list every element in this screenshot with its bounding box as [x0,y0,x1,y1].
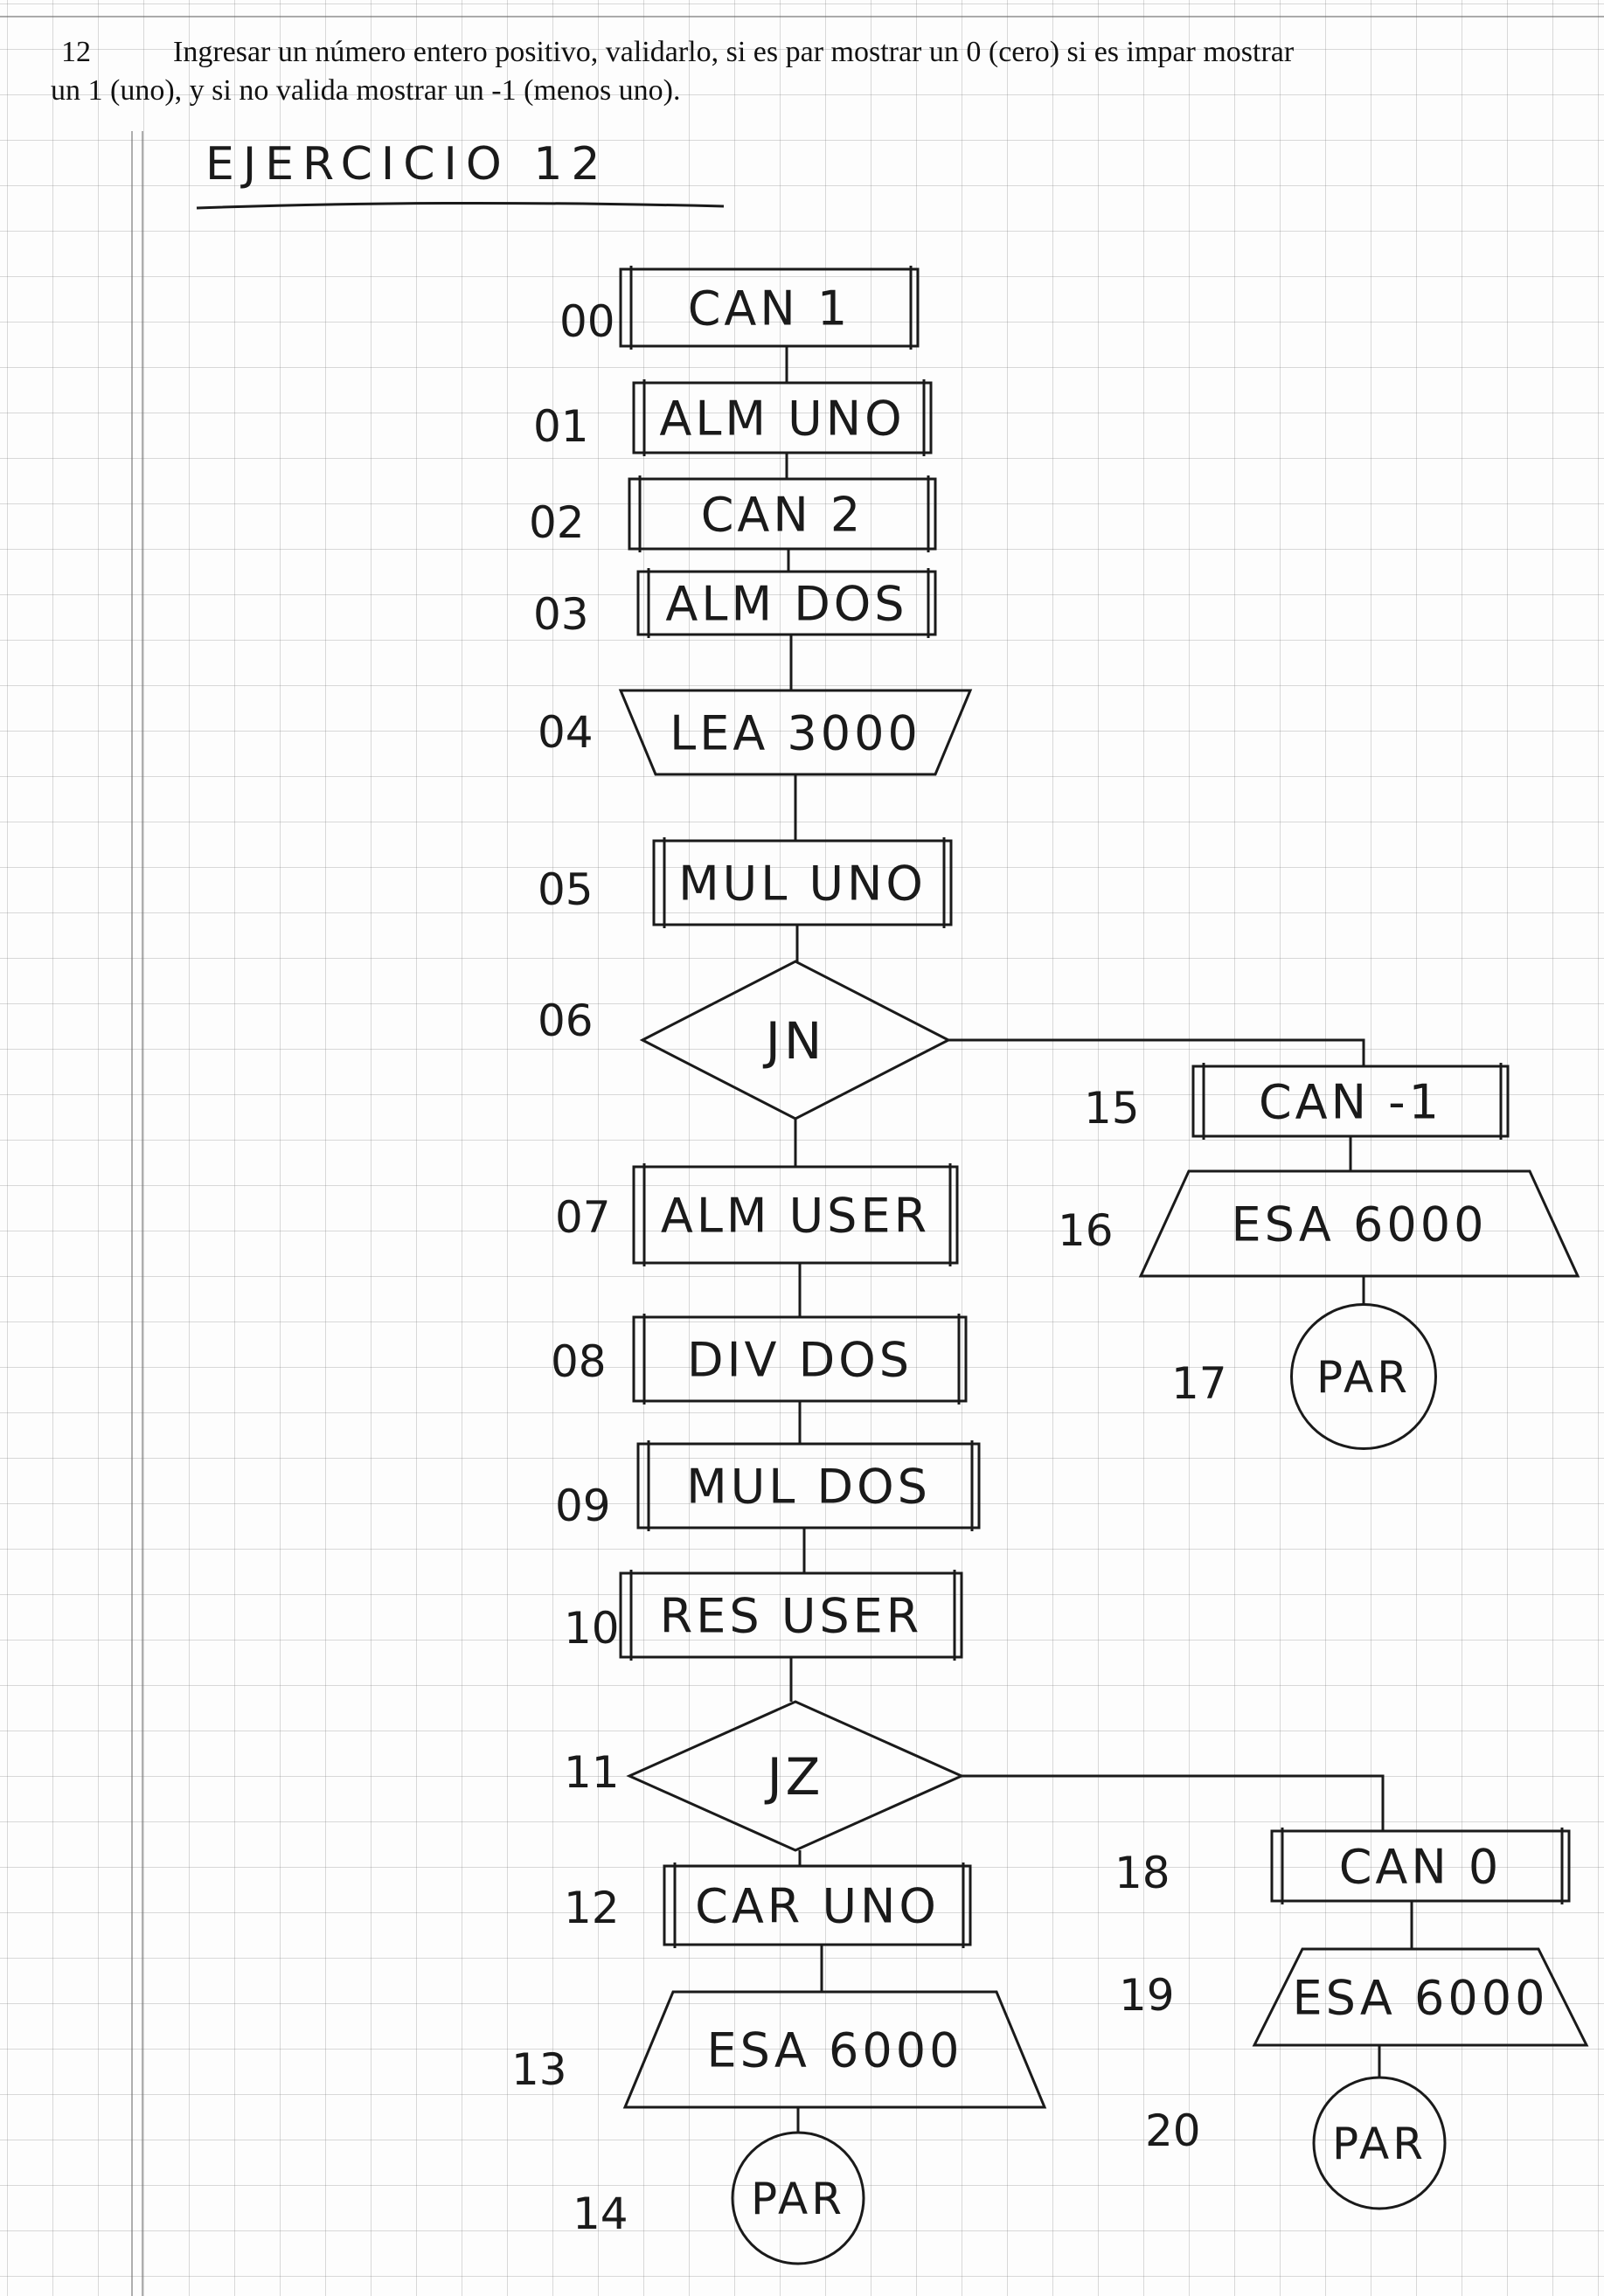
flow-node: MUL UNO 05 [538,837,953,928]
flow-node: LEA 3000 04 [538,689,973,776]
node-label: ESA 6000 [1293,1970,1549,2025]
scan-edge-line [0,16,1604,17]
connector-lines [785,346,1413,2133]
step-number: 03 [533,589,589,640]
heading-underline [196,201,725,210]
process-box [619,267,920,348]
flow-node: JN 06 [538,960,952,1120]
flow-node: ESA 6000 19 [1119,1947,1589,2047]
connector-line [962,1774,1385,1831]
flow-node: ALM USER 07 [555,1163,959,1266]
node-label: LEA 3000 [670,705,921,760]
output-trapezoid [622,1990,1047,2109]
node-label: ESA 6000 [1232,1197,1488,1252]
step-number: 19 [1119,1970,1175,2021]
connector-line [948,1038,1365,1066]
step-number: 11 [564,1747,620,1798]
process-box [663,1864,972,1946]
step-number: 06 [538,995,594,1046]
margin-line [142,131,143,2296]
step-number: 20 [1145,2105,1201,2156]
input-trapezoid [618,689,973,776]
step-number: 15 [1084,1083,1140,1134]
exercise-heading: EJERCICIO 12 [205,138,609,191]
process-box [628,477,937,551]
process-box [632,1315,968,1403]
terminal-circle [1312,2076,1447,2210]
node-label: PAR [751,2174,845,2224]
flow-node: CAN 1 00 [559,266,920,350]
problem-text: Ingresar un número entero positivo, vali… [51,33,1563,110]
flow-node: DIV DOS 08 [551,1314,968,1405]
flow-node: ALM UNO 01 [533,379,933,456]
process-box [652,839,953,926]
step-number: 18 [1114,1848,1170,1898]
step-number: 00 [559,296,615,347]
terminal-circle [1290,1303,1437,1450]
node-label: PAR [1316,1352,1411,1403]
node-label: JZ [765,1747,824,1807]
step-number: 17 [1171,1358,1227,1409]
problem-line-2: un 1 (uno), y si no valida mostrar un -1… [51,74,681,107]
flow-node: PAR 17 [1171,1303,1437,1450]
node-label: CAN -1 [1259,1074,1442,1129]
problem-number: 12 [61,36,91,68]
decision-diamond [639,960,952,1120]
step-number: 04 [538,707,594,758]
node-label: RES USER [660,1588,923,1643]
node-label: MUL DOS [686,1459,931,1514]
node-label: MUL UNO [678,856,927,911]
margin-line [131,131,133,2296]
node-label: CAN 0 [1339,1839,1503,1894]
node-label: PAR [1332,2119,1427,2169]
step-number: 12 [564,1883,620,1933]
step-number: 01 [533,401,589,452]
step-number: 07 [555,1192,611,1243]
flow-node: CAN 0 18 [1114,1828,1571,1904]
flow-node: CAN -1 15 [1084,1063,1510,1140]
terminal-circle [731,2131,865,2265]
output-trapezoid [1252,1947,1589,2047]
process-box [619,1571,963,1659]
node-label: ALM USER [661,1188,930,1243]
process-box [632,381,933,454]
flow-node: JZ 11 [564,1700,965,1852]
node-label: DIV DOS [687,1332,913,1387]
step-number: 14 [573,2188,628,2239]
flow-node: PAR 14 [573,2131,865,2265]
node-label: CAN 1 [688,281,851,336]
flow-node: ESA 6000 16 [1058,1169,1580,1278]
step-number: 13 [511,2044,567,2095]
flow-node: RES USER 10 [564,1570,963,1661]
process-box [636,570,937,636]
flow-node: CAN 2 02 [529,475,937,552]
process-box [1191,1065,1510,1138]
decision-diamond [626,1700,965,1852]
process-box [636,1442,981,1530]
output-trapezoid [1138,1169,1580,1278]
step-number: 16 [1058,1205,1114,1256]
node-label: ESA 6000 [707,2022,963,2077]
flow-node: PAR 20 [1145,2076,1447,2210]
node-label: JN [763,1011,826,1071]
step-number: 10 [564,1603,620,1654]
process-box [1270,1829,1571,1903]
flow-node: ESA 6000 13 [511,1990,1047,2109]
flow-node: ALM DOS 03 [533,568,937,640]
step-number: 05 [538,864,594,915]
problem-line-1: Ingresar un número entero positivo, vali… [173,36,1295,68]
flow-node: MUL DOS 09 [555,1440,981,1531]
node-label: ALM UNO [659,391,905,446]
flow-node: CAR UNO 12 [564,1862,972,1948]
step-number: 08 [551,1336,607,1387]
node-label: ALM DOS [665,576,907,631]
step-number: 09 [555,1481,611,1531]
node-label: CAR UNO [695,1878,940,1933]
process-box [632,1165,959,1265]
node-label: CAN 2 [701,487,864,542]
step-number: 02 [529,497,585,548]
